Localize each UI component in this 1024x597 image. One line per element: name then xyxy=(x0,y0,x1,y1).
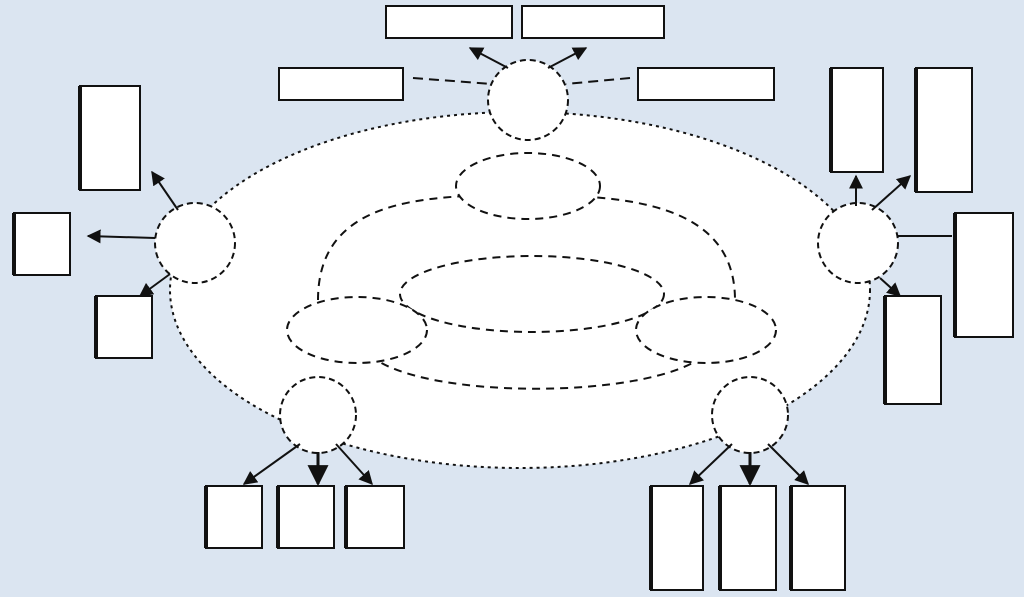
box-right-top-b xyxy=(914,67,973,193)
arrow-right-top-b xyxy=(871,175,912,211)
arrow-bottom-left-c xyxy=(335,443,373,486)
bottom-left-node xyxy=(279,376,357,454)
box-right-top-a xyxy=(829,67,884,173)
left-node xyxy=(154,202,236,284)
box-bottom-right-c xyxy=(789,485,846,591)
box-bottom-left-a xyxy=(204,485,263,549)
center-ring xyxy=(399,255,665,333)
box-bottom-left-b xyxy=(276,485,335,549)
link-top-right-wide xyxy=(565,77,631,85)
arrow-right-bottom xyxy=(879,277,902,297)
top-inner-ring xyxy=(455,152,601,220)
top-node xyxy=(487,59,569,141)
box-right-mid xyxy=(953,212,1014,338)
box-bottom-right-a xyxy=(649,485,704,591)
arrow-top-upper-right xyxy=(547,47,588,69)
arrow-left-mid xyxy=(86,229,156,244)
arrow-left-top xyxy=(151,170,179,211)
arrow-bottom-right-a xyxy=(688,443,733,485)
lower-link xyxy=(369,354,706,390)
box-top-left-wide xyxy=(278,67,404,101)
box-top-right-wide xyxy=(637,67,775,101)
arrow-bottom-right-c xyxy=(767,443,809,485)
left-inner-ring xyxy=(286,296,428,364)
box-left-mid xyxy=(12,212,71,276)
box-bottom-right-b xyxy=(718,485,777,591)
box-top-upper-left xyxy=(385,5,513,39)
right-inner-ring xyxy=(635,296,777,364)
box-right-bottom xyxy=(883,295,942,405)
arrow-bottom-left-a xyxy=(242,443,301,485)
bottom-right-node xyxy=(711,376,789,454)
link-top-left-wide xyxy=(412,77,493,85)
arrow-left-bottom xyxy=(138,273,171,297)
right-node xyxy=(817,202,899,284)
box-top-upper-right xyxy=(521,5,665,39)
arrow-top-upper-left xyxy=(468,47,509,69)
box-left-bottom xyxy=(94,295,153,359)
box-bottom-left-c xyxy=(344,485,405,549)
box-left-top xyxy=(78,85,141,191)
